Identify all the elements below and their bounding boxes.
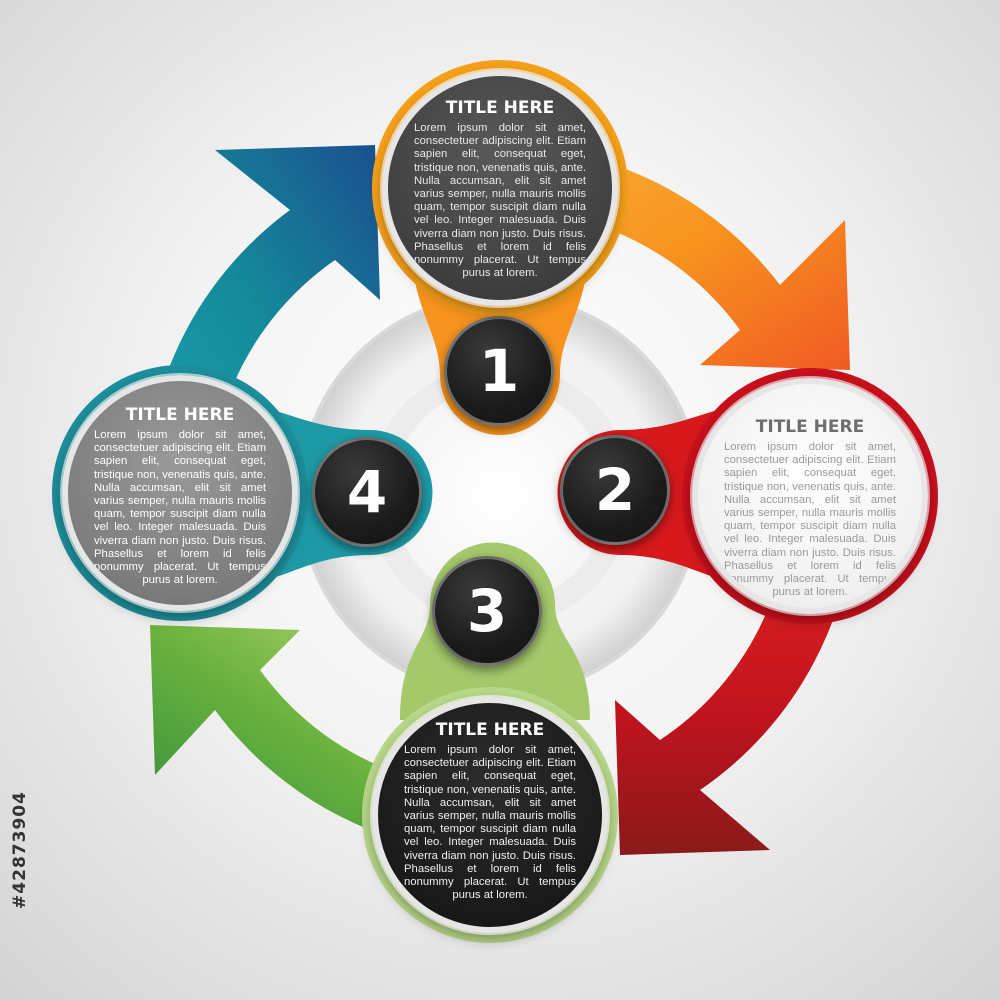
step-panel-4: TITLE HERE Lorem ipsum dolor sit amet, c… — [62, 375, 298, 611]
step-body-3: Lorem ipsum dolor sit amet, consectetuer… — [404, 744, 576, 902]
step-number-2: 2 — [560, 435, 670, 545]
step-number-1: 1 — [444, 316, 554, 426]
step-title-1: TITLE HERE — [445, 98, 555, 118]
stock-id-label: #42873904 — [10, 791, 30, 909]
step-panel-3: TITLE HERE Lorem ipsum dolor sit amet, c… — [372, 697, 608, 933]
step-number-3: 3 — [432, 556, 542, 666]
step-title-4: TITLE HERE — [125, 405, 235, 425]
step-body-2: Lorem ipsum dolor sit amet, consectetuer… — [724, 441, 896, 599]
step-title-2: TITLE HERE — [755, 417, 865, 437]
step-number-4: 4 — [312, 437, 422, 547]
step-title-3: TITLE HERE — [435, 720, 545, 740]
step-panel-1: TITLE HERE Lorem ipsum dolor sit amet, c… — [382, 70, 618, 306]
step-body-4: Lorem ipsum dolor sit amet, consectetuer… — [94, 429, 266, 587]
step-body-1: Lorem ipsum dolor sit amet, consectetuer… — [414, 122, 586, 280]
step-panel-2: TITLE HERE Lorem ipsum dolor sit amet, c… — [692, 378, 928, 614]
